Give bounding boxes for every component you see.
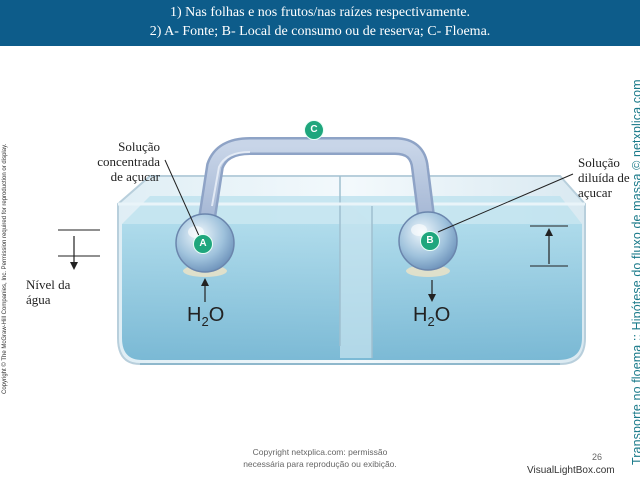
- answer-line-2: 2) A- Fonte; B- Local de consumo ou de r…: [149, 24, 491, 39]
- header-banner: 1) Nas folhas e nos frutos/nas raízes re…: [0, 0, 640, 46]
- badge-c: C: [304, 120, 324, 140]
- badge-a: A: [193, 234, 213, 254]
- badge-b: B: [420, 231, 440, 251]
- label-concentrated-solution: Solução concentrada de açucar: [97, 139, 160, 184]
- h2o-label-left: H2O: [187, 304, 225, 329]
- pointer-concentrated: [164, 159, 201, 239]
- tank: [117, 175, 586, 365]
- h2o-label-right: H2O: [413, 304, 451, 329]
- footer-copyright: Copyright netxplica.com: permissão neces…: [243, 447, 397, 469]
- page-number: 26: [592, 452, 603, 462]
- label-water-level: Nível da água: [26, 277, 71, 307]
- label-diluted-solution: Solução diluída de açucar: [578, 155, 630, 200]
- level-marker-right: [530, 225, 568, 267]
- level-marker-left: [58, 229, 100, 270]
- watermark-link[interactable]: VisualLightBox.com: [527, 465, 615, 476]
- pointer-diluted: [437, 173, 574, 233]
- phloem-tube: [196, 137, 437, 240]
- osmosis-diagram: Solução concentrada de açucar Solução di…: [0, 46, 640, 446]
- arrow-water-in-icon: [201, 278, 209, 302]
- arrow-water-out-icon: [428, 280, 436, 302]
- answer-line-1: 1) Nas folhas e nos frutos/nas raízes re…: [169, 5, 471, 20]
- diagram-illustration: [58, 137, 586, 365]
